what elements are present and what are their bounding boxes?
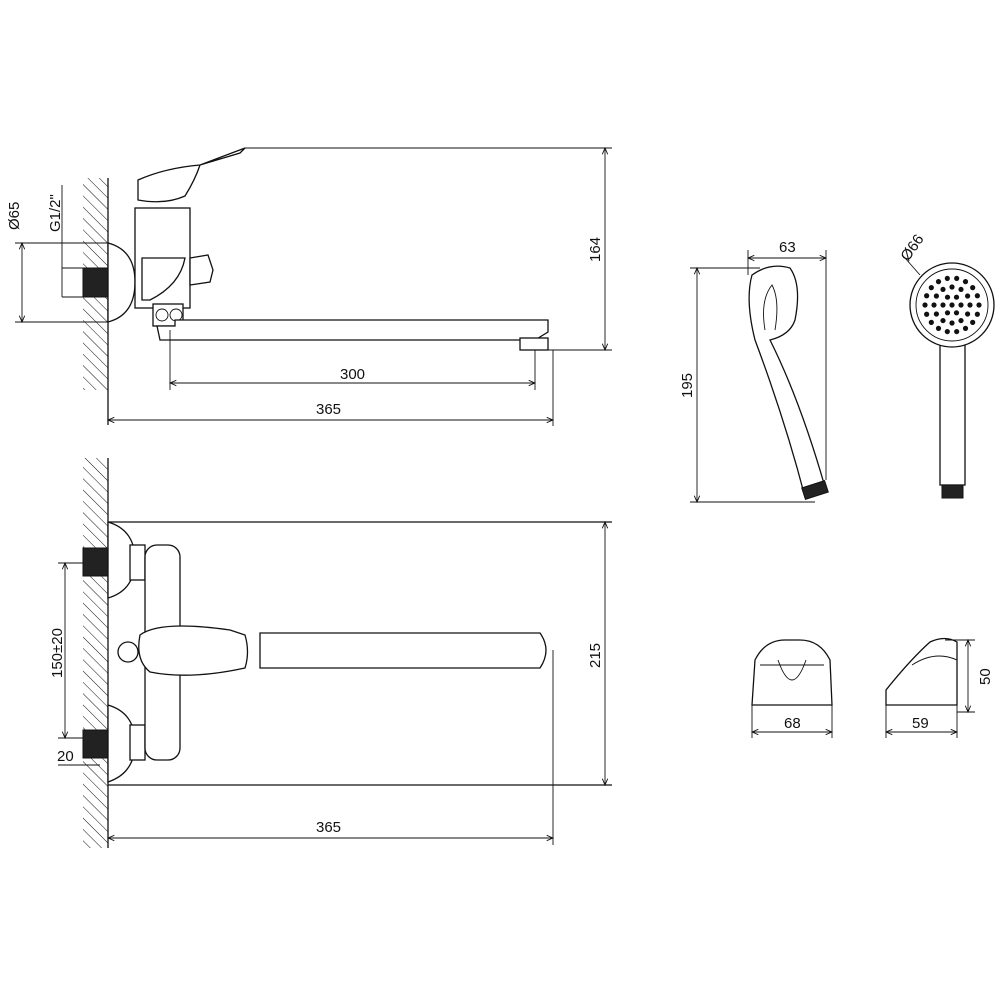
lever-handle (138, 625, 249, 676)
nozzle (958, 286, 964, 293)
dim-thread-label: G1/2" (47, 194, 64, 232)
shower-thread (801, 479, 829, 501)
nozzle (940, 302, 946, 308)
nozzle (933, 293, 940, 299)
nozzle (931, 302, 937, 308)
nozzle (940, 286, 946, 293)
dim-thread-length-label: 20 (57, 748, 74, 765)
lower-nut (129, 724, 146, 761)
nozzle (964, 293, 971, 299)
dim-front-width-label: 68 (784, 715, 801, 732)
diverter-shroud (141, 257, 186, 301)
shower-thread (941, 484, 964, 499)
nozzle (949, 284, 955, 290)
dim-spout-reach-label: 300 (340, 366, 365, 383)
lever-handle (137, 147, 246, 203)
nozzle (944, 294, 951, 300)
nozzle (924, 311, 930, 317)
dim-height-label: 50 (977, 668, 994, 685)
nozzle (928, 285, 934, 291)
dim-total-length-label: 365 (316, 819, 341, 836)
nozzle (953, 310, 960, 316)
wall-hatch (83, 458, 108, 848)
nozzle (935, 325, 942, 331)
spout (156, 319, 549, 341)
nozzle (944, 310, 951, 316)
holder-side: 59 50 (885, 637, 994, 738)
nozzle (933, 311, 940, 317)
dim-side-depth-label: 59 (912, 715, 929, 732)
nozzle (954, 275, 960, 282)
dim-total-length-label: 365 (316, 401, 341, 418)
shower-body (748, 265, 826, 498)
nozzle (922, 302, 928, 308)
holder-front: 68 (751, 639, 833, 738)
nozzle (974, 311, 980, 317)
nozzle (935, 279, 942, 285)
nozzle (953, 294, 960, 300)
nozzle (949, 320, 955, 326)
holder-front-body (751, 639, 833, 706)
dim-flange-diameter-label: Ø65 (6, 202, 23, 230)
flange (107, 242, 136, 323)
upper-thread (82, 547, 109, 577)
shower-nozzles (922, 275, 982, 335)
dim-head-width-label: 63 (779, 239, 796, 256)
spout (259, 632, 547, 669)
nozzle (962, 325, 969, 331)
hand-shower-side: 63 195 (679, 239, 829, 502)
nozzle (924, 293, 930, 299)
diverter-knob (189, 254, 214, 286)
nozzle (958, 317, 964, 324)
nozzle (944, 328, 950, 335)
lower-thread (82, 729, 109, 759)
nozzle (976, 302, 982, 308)
nozzle (964, 311, 971, 317)
holder-side-body (885, 637, 958, 706)
shower-handle (939, 334, 966, 486)
aerator (519, 337, 549, 351)
nozzle (940, 317, 946, 324)
nozzle (967, 302, 973, 308)
dim-length-label: 195 (679, 373, 696, 398)
nozzle (944, 275, 950, 282)
nozzle (970, 285, 976, 291)
lever-cap (117, 641, 139, 663)
dim-head-diameter-label: Ø66 (897, 231, 927, 264)
nozzle (954, 328, 960, 335)
upper-nut (129, 544, 146, 581)
nozzle (962, 279, 969, 285)
top-view: 215 365 150±20 20 (49, 458, 612, 848)
nozzle (974, 293, 980, 299)
dim-height-label: 164 (587, 237, 604, 262)
nozzle (958, 302, 964, 308)
dim-center-distance-label: 150±20 (49, 628, 66, 678)
nozzle (949, 302, 955, 308)
dim-depth-label: 215 (587, 643, 604, 668)
side-view: 164 300 365 Ø65 G1/2" (6, 148, 612, 426)
nozzle (970, 319, 976, 325)
nozzle (928, 319, 934, 325)
thread-pipe (82, 267, 109, 298)
hand-shower-front: Ø66 (897, 231, 995, 499)
